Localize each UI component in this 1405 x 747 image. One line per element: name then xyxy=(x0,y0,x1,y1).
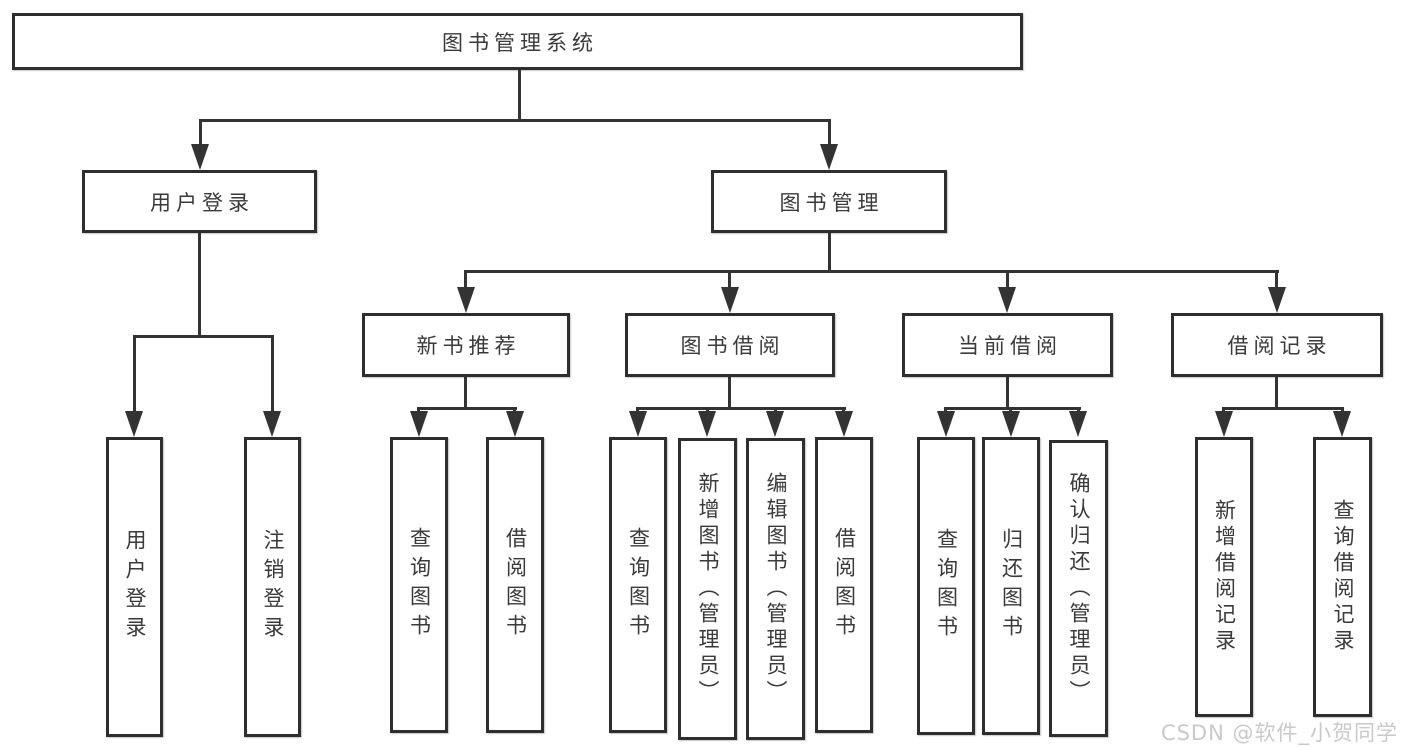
connector-current-bus xyxy=(944,407,1081,410)
connector-user-login-bus xyxy=(133,335,274,338)
node-root-label: 图书管理系统 xyxy=(442,30,598,55)
connector-level2-bus xyxy=(199,119,831,122)
node-book-management-label: 图书管理 xyxy=(779,190,884,215)
leaf-add-books-admin: 新增图书（管理员） xyxy=(678,438,737,740)
connector-level3-bus xyxy=(465,270,1279,273)
arrowhead-icon xyxy=(1069,411,1087,437)
leaf-borrow-books: 借阅图书 xyxy=(815,437,873,733)
connector-leaf xyxy=(513,407,516,413)
arrowhead-icon xyxy=(766,411,784,437)
connector-borrowing-stem xyxy=(728,377,731,407)
arrowhead-icon xyxy=(506,411,524,437)
connector-leaf xyxy=(636,407,639,413)
arrowhead-icon xyxy=(998,287,1016,313)
connector-to-book-mgmt xyxy=(828,119,831,144)
leaf-query-books-current-label: 查询图书 xyxy=(934,528,959,644)
connector-leaf xyxy=(944,407,947,413)
connector-leaf xyxy=(1222,407,1225,413)
arrowhead-icon xyxy=(835,411,853,437)
connector-new-books-stem xyxy=(464,377,467,407)
connector-user-login-stem xyxy=(198,233,201,335)
node-user-login-label: 用户登录 xyxy=(150,190,254,215)
connector-records-bus xyxy=(1222,407,1344,410)
leaf-user-login: 用户登录 xyxy=(106,437,163,737)
connector-leaf xyxy=(1009,407,1012,413)
connector-to-user-login xyxy=(199,119,202,144)
arrowhead-icon xyxy=(698,411,716,437)
node-borrowing-records-label: 借阅记录 xyxy=(1227,334,1332,358)
arrowhead-icon xyxy=(1333,411,1351,437)
leaf-logout-label: 注销登录 xyxy=(261,529,285,645)
arrowhead-icon xyxy=(125,411,143,437)
leaf-return-books: 归还图书 xyxy=(982,437,1040,735)
leaf-add-borrow-record-label: 新增借阅记录 xyxy=(1212,499,1237,655)
leaf-add-books-admin-label: 新增图书（管理员） xyxy=(696,472,720,706)
node-book-borrowing-label: 图书借阅 xyxy=(680,334,785,358)
arrowhead-icon xyxy=(263,411,281,437)
connector-to-login-leaf xyxy=(133,335,136,411)
leaf-confirm-return-admin: 确认归还（管理员） xyxy=(1049,440,1108,737)
connector-leaf xyxy=(774,407,777,413)
arrowhead-icon xyxy=(820,144,838,170)
connector-to-logout-leaf xyxy=(271,335,274,411)
leaf-edit-books-admin-label: 编辑图书（管理员） xyxy=(764,472,788,706)
connector-borrowing-bus xyxy=(636,407,846,410)
connector-root-stem xyxy=(518,70,521,119)
leaf-query-books-borrowing: 查询图书 xyxy=(609,437,667,733)
arrowhead-icon xyxy=(721,287,739,313)
node-book-borrowing: 图书借阅 xyxy=(625,313,835,377)
connector-to-new-books xyxy=(464,270,467,288)
leaf-logout: 注销登录 xyxy=(244,437,301,737)
node-root-system: 图书管理系统 xyxy=(12,13,1023,70)
node-book-management: 图书管理 xyxy=(711,170,947,233)
leaf-query-books-borrowing-label: 查询图书 xyxy=(626,527,651,643)
connector-leaf xyxy=(1077,407,1080,413)
leaf-query-books-recommend-label: 查询图书 xyxy=(407,527,432,643)
node-current-borrowing: 当前借阅 xyxy=(902,313,1113,377)
connector-new-books-bus xyxy=(417,407,517,410)
connector-leaf xyxy=(417,407,420,413)
leaf-borrow-books-recommend: 借阅图书 xyxy=(486,437,544,733)
connector-records-stem xyxy=(1275,377,1278,407)
arrowhead-icon xyxy=(410,411,428,437)
arrowhead-icon xyxy=(629,411,647,437)
node-borrowing-records: 借阅记录 xyxy=(1171,313,1383,377)
leaf-add-borrow-record: 新增借阅记录 xyxy=(1195,437,1253,717)
connector-leaf xyxy=(1341,407,1344,413)
watermark-text: CSDN @软件_小贺同学 xyxy=(1160,721,1398,745)
arrowhead-icon xyxy=(1268,287,1286,313)
connector-leaf xyxy=(706,407,709,413)
leaf-borrow-books-label: 借阅图书 xyxy=(832,527,857,643)
leaf-query-books-recommend: 查询图书 xyxy=(390,437,448,733)
connector-to-borrowing xyxy=(728,270,731,288)
connector-to-records xyxy=(1275,270,1278,288)
connector-to-current xyxy=(1006,270,1009,288)
arrowhead-icon xyxy=(457,287,475,313)
leaf-edit-books-admin: 编辑图书（管理员） xyxy=(746,438,805,740)
node-new-book-recommend: 新书推荐 xyxy=(362,313,570,377)
node-user-login: 用户登录 xyxy=(82,170,317,233)
leaf-query-borrow-record: 查询借阅记录 xyxy=(1313,437,1372,717)
arrowhead-icon xyxy=(937,411,955,437)
leaf-query-borrow-record-label: 查询借阅记录 xyxy=(1331,499,1355,655)
arrowhead-icon xyxy=(1215,411,1233,437)
leaf-query-books-current: 查询图书 xyxy=(917,437,975,735)
leaf-borrow-books-recommend-label: 借阅图书 xyxy=(503,527,528,643)
connector-current-stem xyxy=(1006,377,1009,407)
leaf-confirm-return-admin-label: 确认归还（管理员） xyxy=(1067,471,1091,706)
connector-leaf xyxy=(842,407,845,413)
node-new-book-recommend-label: 新书推荐 xyxy=(416,334,521,358)
leaf-user-login-label: 用户登录 xyxy=(123,529,147,645)
node-current-borrowing-label: 当前借阅 xyxy=(958,334,1062,358)
arrowhead-icon xyxy=(191,144,209,170)
connector-book-mgmt-stem xyxy=(828,233,831,270)
arrowhead-icon xyxy=(1002,411,1020,437)
leaf-return-books-label: 归还图书 xyxy=(999,528,1024,644)
